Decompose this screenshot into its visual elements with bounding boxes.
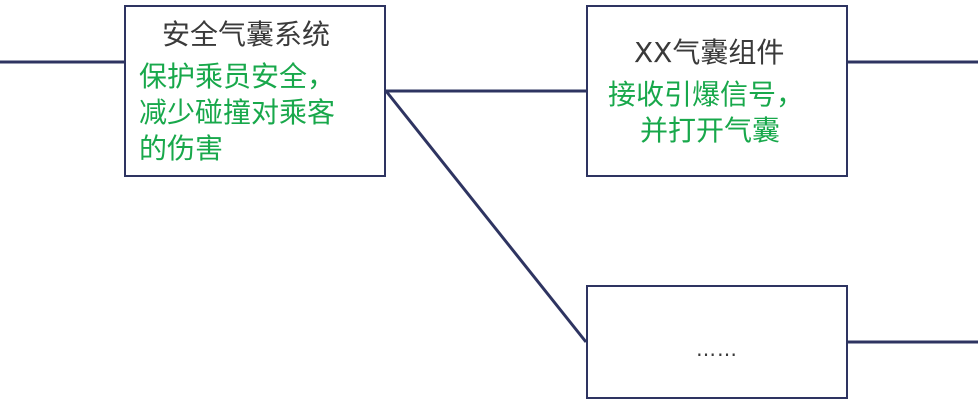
airbag-component-description: 接收引爆信号， 并打开气囊	[608, 77, 804, 149]
more-node-label: ……	[696, 337, 738, 361]
safety-system-description: 保护乘员安全， 减少碰撞对乘客 的伤害	[139, 59, 335, 167]
airbag-component-node: XX气囊组件 接收引爆信号， 并打开气囊	[586, 5, 848, 177]
more-node: ……	[586, 285, 848, 399]
safety-system-description-line: 的伤害	[139, 132, 224, 165]
safety-system-title: 安全气囊系统	[162, 18, 331, 51]
safety-system-description-line: 保护乘员安全，	[139, 60, 336, 93]
safety-system-node: 安全气囊系统 保护乘员安全， 减少碰撞对乘客 的伤害	[124, 5, 386, 177]
safety-system-description-line: 减少碰撞对乘客	[139, 96, 336, 129]
airbag-component-description-line: 并打开气囊	[640, 114, 781, 147]
connector-to-more	[384, 90, 588, 343]
airbag-component-description-line: 接收引爆信号，	[608, 78, 805, 111]
airbag-component-title: XX气囊组件	[634, 36, 785, 69]
